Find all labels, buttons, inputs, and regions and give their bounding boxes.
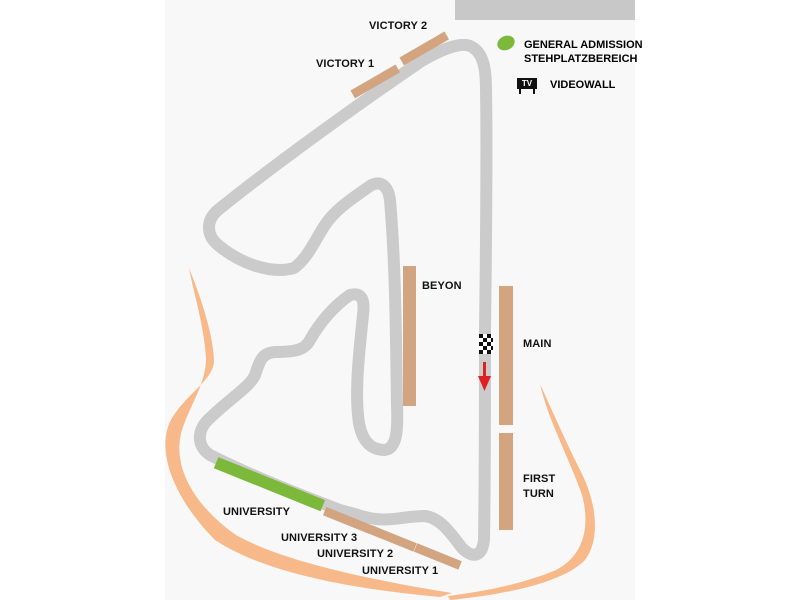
arrow-down-icon <box>478 362 491 391</box>
spectator-area-right <box>448 384 596 600</box>
label-first-turn-line2: TURN <box>523 488 554 500</box>
label-university: UNIVERSITY <box>223 506 291 518</box>
tv-icon: TV <box>517 78 537 89</box>
legend-ga-line1: GENERAL ADMISSION <box>524 39 643 51</box>
top-bar <box>455 0 635 20</box>
label-university-1: UNIVERSITY 1 <box>362 565 439 577</box>
label-university-3: UNIVERSITY 3 <box>281 532 358 544</box>
label-beyon: BEYON <box>422 280 462 292</box>
race-track <box>193 39 493 561</box>
label-victory-2: VICTORY 2 <box>369 20 428 32</box>
checkered-flag-icon <box>479 334 493 354</box>
grandstand-main <box>499 286 513 425</box>
grandstand-victory-1 <box>350 64 401 99</box>
label-first-turn-line1: FIRST <box>523 473 556 485</box>
grandstand-university-2 <box>368 525 417 552</box>
grandstand-beyon <box>403 266 416 406</box>
grandstand-first-turn <box>499 433 513 530</box>
grandstand-university-3 <box>322 506 373 535</box>
label-first-turn: FIRST TURN <box>523 473 555 501</box>
label-university-2: UNIVERSITY 2 <box>317 548 394 560</box>
label-main: MAIN <box>523 338 552 350</box>
legend-ga-line2: STEHPLATZBEREICH <box>524 53 638 65</box>
general-admission-university <box>213 457 326 512</box>
grandstand-university-1 <box>413 543 462 570</box>
grandstand-victory-2 <box>399 31 450 66</box>
label-victory-1: VICTORY 1 <box>316 58 375 70</box>
legend-videowall-label: VIDEOWALL <box>550 79 616 91</box>
